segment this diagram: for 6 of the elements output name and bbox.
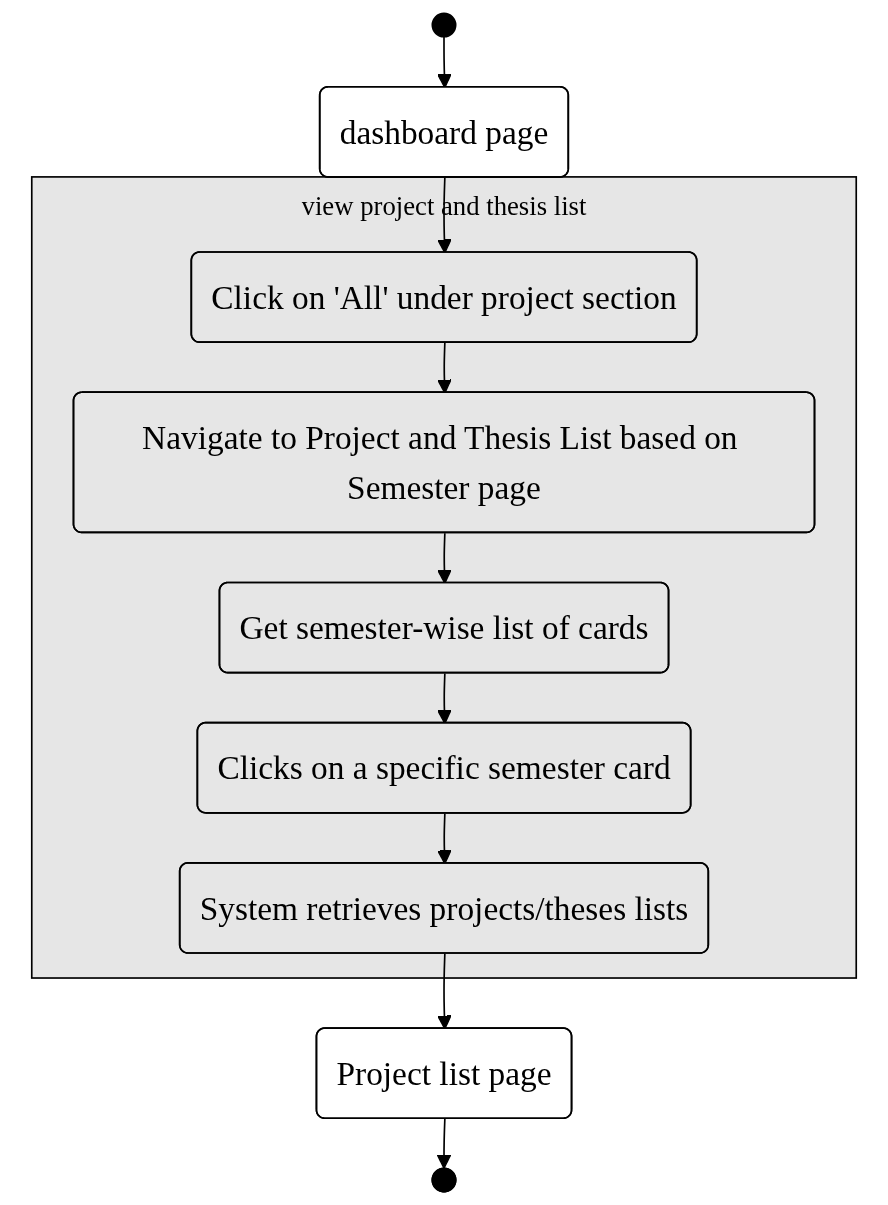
arrow: [437, 176, 452, 254]
arrow: [436, 1118, 452, 1169]
arrow: [437, 342, 452, 394]
arrow: [437, 953, 452, 1030]
node-circle: [431, 12, 457, 38]
arrow: [437, 532, 452, 584]
